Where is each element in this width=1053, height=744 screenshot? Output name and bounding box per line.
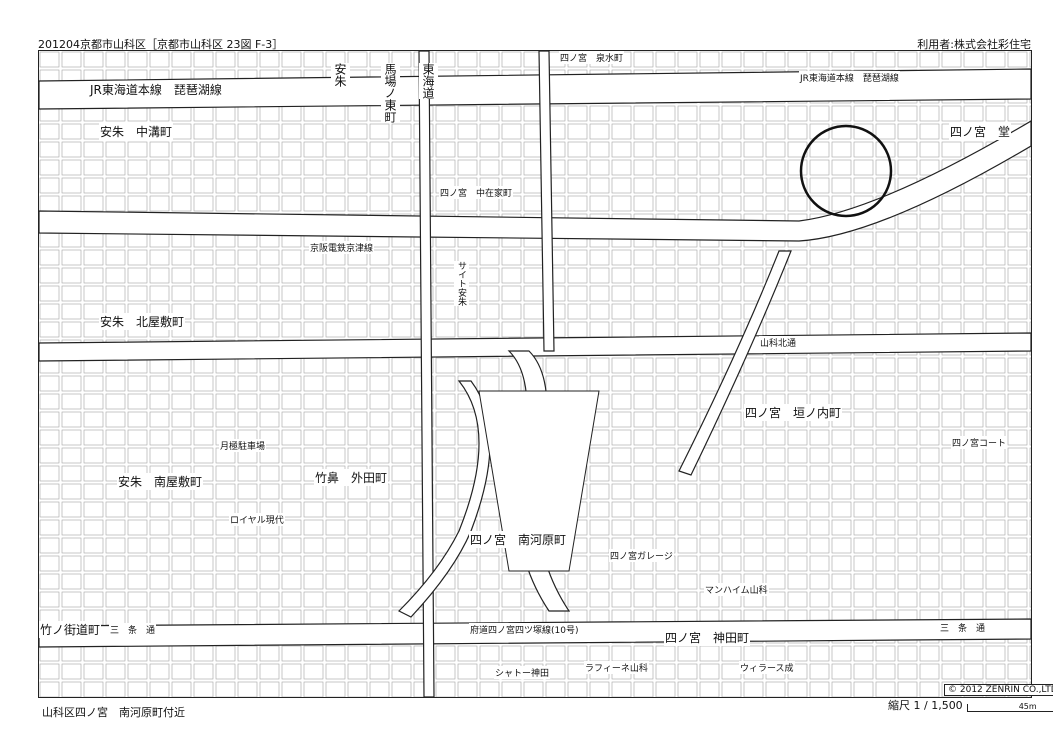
target-circle xyxy=(799,124,893,218)
label-takenokaido: 竹ノ街道町 xyxy=(39,621,102,638)
label-nakazaike: 四ノ宮 中在家町 xyxy=(439,186,514,199)
label-kitadori: 山科北通 xyxy=(759,336,798,349)
label-tokaido: 東海道 xyxy=(419,63,438,99)
label-kakinouchi: 四ノ宮 垣ノ内町 xyxy=(744,404,843,421)
label-sensui: 四ノ宮 泉水町 xyxy=(559,51,625,64)
label-royal: ロイヤル現代 xyxy=(229,513,285,526)
label-do: 四ノ宮 堂 xyxy=(949,123,1012,140)
label-jr2: JR東海道本線 琵琶湖線 xyxy=(799,71,900,84)
label-anshu-minamiyashiki: 安朱 南屋敷町 xyxy=(117,473,204,490)
label-sanjo-2: 三 条 通 xyxy=(939,621,987,634)
label-jr: JR東海道本線 琵琶湖線 xyxy=(89,81,223,98)
label-chateau: シャトー神田 xyxy=(494,666,551,679)
label-minamikawara: 四ノ宮 南河原町 xyxy=(469,531,568,548)
label-anshu: 安朱 xyxy=(331,63,350,87)
label-kanda: 四ノ宮 神田町 xyxy=(664,629,751,646)
location-caption: 山科区四ノ宮 南河原町付近 xyxy=(42,706,185,719)
scale-text: 縮尺 1 / 1,500 xyxy=(888,699,963,712)
label-takehana: 竹鼻 外田町 xyxy=(314,469,389,486)
label-anshu-kitayashiki: 安朱 北屋敷町 xyxy=(99,313,186,330)
map-header-title: 201204京都市山科区［京都市山科区 23図 F-3］ xyxy=(38,38,284,51)
large-building xyxy=(478,390,600,572)
label-parking: 月極駐車場 xyxy=(219,439,267,452)
map-user: 利用者:株式会社彩住宅 xyxy=(917,38,1031,51)
label-sanjo-1: 三 条 通 xyxy=(109,623,157,636)
label-anshu-nakamizo: 安朱 中溝町 xyxy=(99,123,174,140)
label-willas: ウィラース成 xyxy=(739,661,795,674)
label-coat: 四ノ宮コート xyxy=(951,436,1008,449)
map-streets xyxy=(39,51,1031,697)
keihan-railway xyxy=(39,120,1031,242)
label-rafine: ラフィーネ山科 xyxy=(584,661,649,674)
scale-bar: 45m xyxy=(966,703,1053,712)
label-manheim: マンハイム山科 xyxy=(704,583,769,596)
label-fudo: 府道四ノ宮四ツ塚線(10号) xyxy=(469,623,580,636)
jr-railway xyxy=(39,68,1031,110)
label-site-anshu: サイト安朱 xyxy=(454,261,469,306)
copyright: © 2012 ZENRIN CO.,LTD. xyxy=(944,684,1053,696)
label-babanohigashi: 馬場ノ東町 xyxy=(381,63,400,123)
map-area[interactable]: JR東海道本線 琵琶湖線 JR東海道本線 琵琶湖線 京阪電鉄京津線 安朱 中溝町… xyxy=(38,50,1032,698)
label-keihan: 京阪電鉄京津線 xyxy=(309,241,375,254)
label-garage: 四ノ宮ガレージ xyxy=(609,549,674,562)
